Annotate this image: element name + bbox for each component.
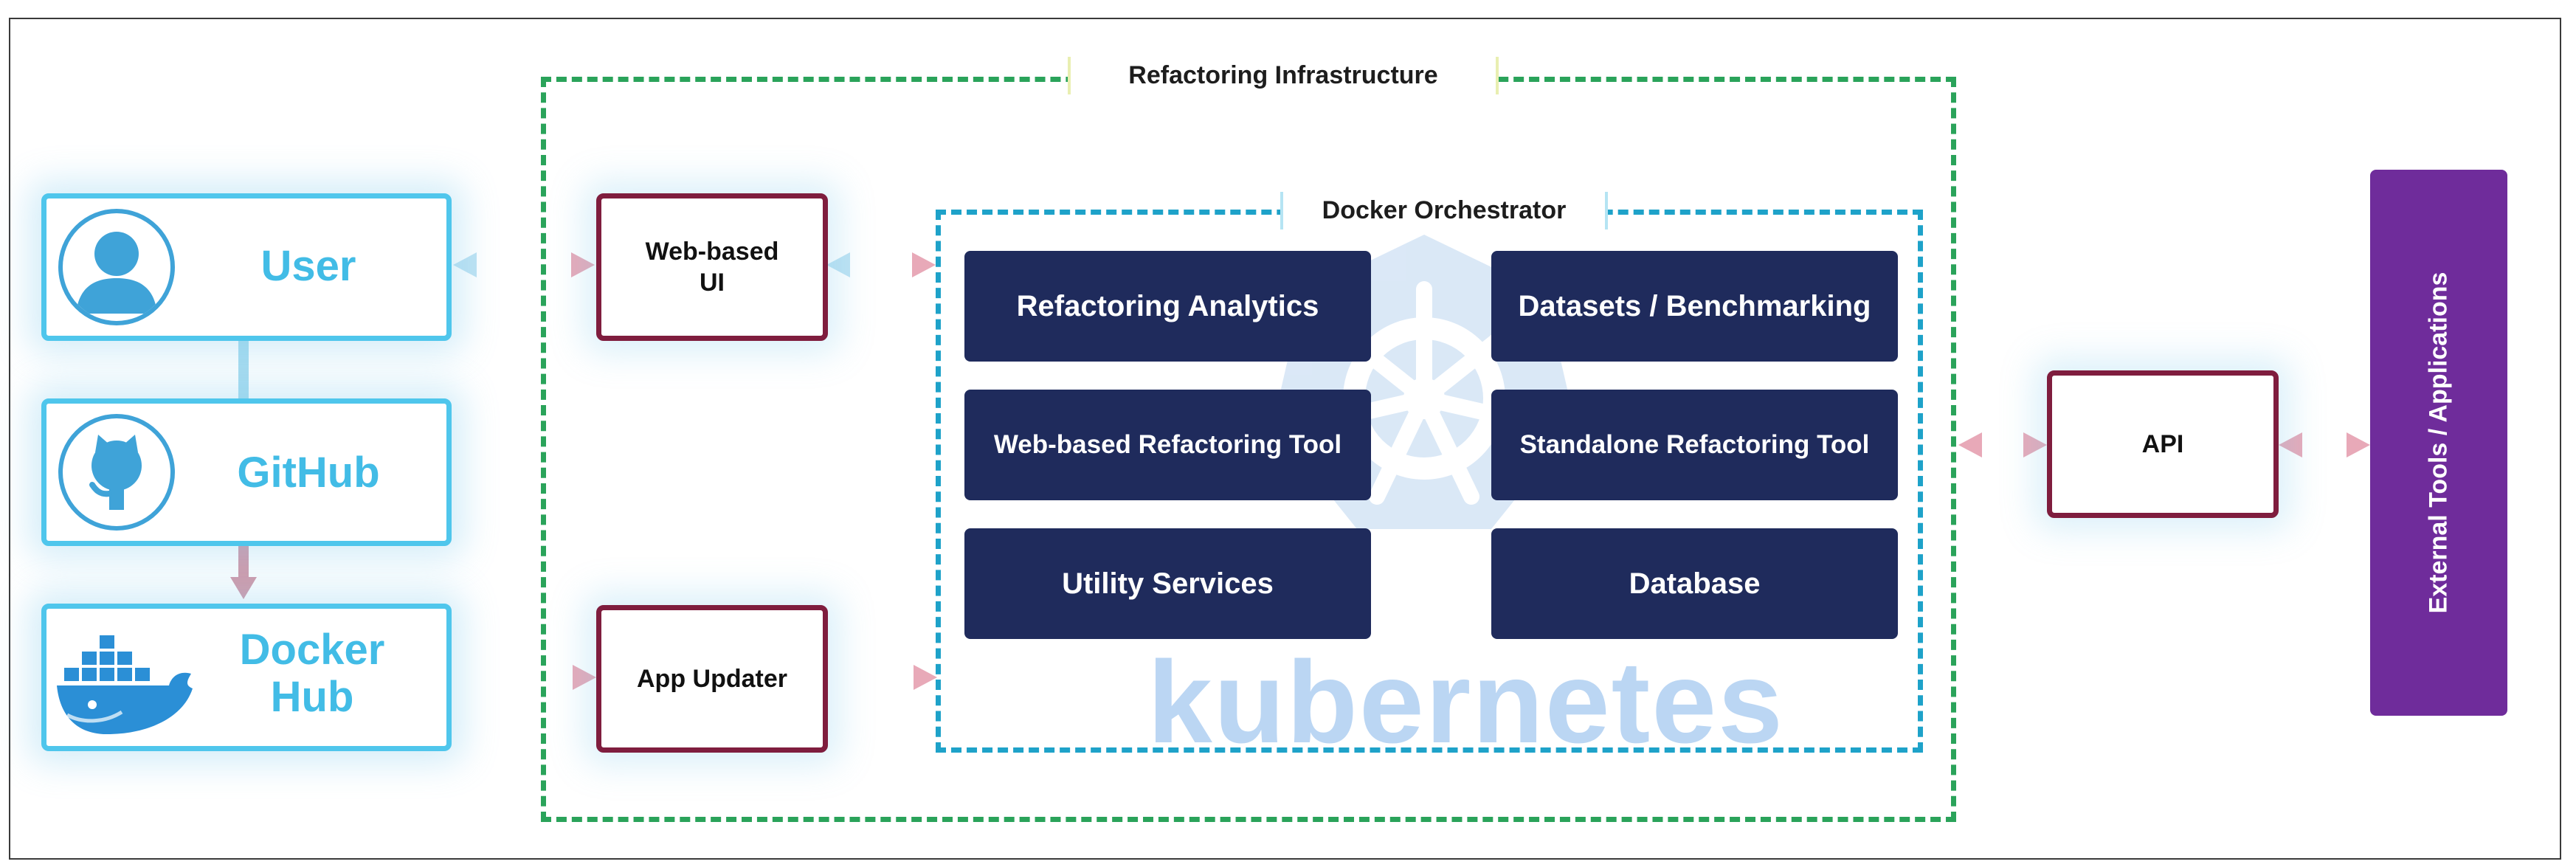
api-external-arrow bbox=[2279, 432, 2370, 457]
service-datasets-benchmarking[interactable]: Datasets / Benchmarking bbox=[1491, 251, 1898, 362]
dockerhub-label-line1: Docker bbox=[239, 626, 385, 674]
user-icon bbox=[58, 209, 175, 325]
github-label: GitHub bbox=[237, 449, 380, 497]
kubernetes-watermark: kubernetes bbox=[1147, 638, 1785, 767]
diagram-frame bbox=[9, 18, 2561, 860]
webui-orchestrator-arrow bbox=[826, 252, 936, 277]
app-updater-box[interactable]: App Updater bbox=[596, 605, 828, 753]
external-tools-label: External Tools / Applications bbox=[2424, 272, 2453, 614]
user-label: User bbox=[260, 242, 356, 290]
service-utility-services[interactable]: Utility Services bbox=[964, 528, 1371, 639]
dockerhub-label-line2: Hub bbox=[270, 672, 354, 721]
web-ui-box[interactable]: Web-based UI bbox=[596, 193, 828, 341]
service-web-refactoring-tool[interactable]: Web-based Refactoring Tool bbox=[964, 390, 1371, 500]
orchestrator-title: Docker Orchestrator bbox=[1280, 192, 1608, 229]
web-ui-label-line2: UI bbox=[700, 269, 725, 297]
api-label: API bbox=[2141, 429, 2184, 458]
dockerhub-label: Docker Hub bbox=[201, 626, 423, 721]
service-standalone-refactoring-tool[interactable]: Standalone Refactoring Tool bbox=[1491, 390, 1898, 500]
web-ui-label: Web-based UI bbox=[646, 236, 779, 299]
github-card[interactable]: GitHub bbox=[41, 398, 452, 546]
dockerhub-updater-arrow bbox=[452, 665, 596, 690]
app-updater-label: App Updater bbox=[637, 664, 787, 693]
web-ui-label-line1: Web-based bbox=[645, 237, 779, 266]
service-refactoring-analytics[interactable]: Refactoring Analytics bbox=[964, 251, 1371, 362]
github-icon bbox=[58, 414, 175, 531]
api-box[interactable]: API bbox=[2047, 370, 2279, 518]
infra-api-arrow bbox=[1958, 432, 2047, 457]
user-card[interactable]: User bbox=[41, 193, 452, 341]
dockerhub-card[interactable]: Docker Hub bbox=[41, 604, 452, 751]
infrastructure-title: Refactoring Infrastructure bbox=[1068, 57, 1499, 94]
external-tools-box[interactable]: External Tools / Applications bbox=[2370, 170, 2507, 716]
docker-whale-icon bbox=[54, 629, 201, 740]
user-webui-arrow bbox=[453, 252, 595, 277]
github-dockerhub-arrow bbox=[230, 545, 257, 599]
service-database[interactable]: Database bbox=[1491, 528, 1898, 639]
updater-orchestrator-arrow bbox=[826, 665, 937, 690]
